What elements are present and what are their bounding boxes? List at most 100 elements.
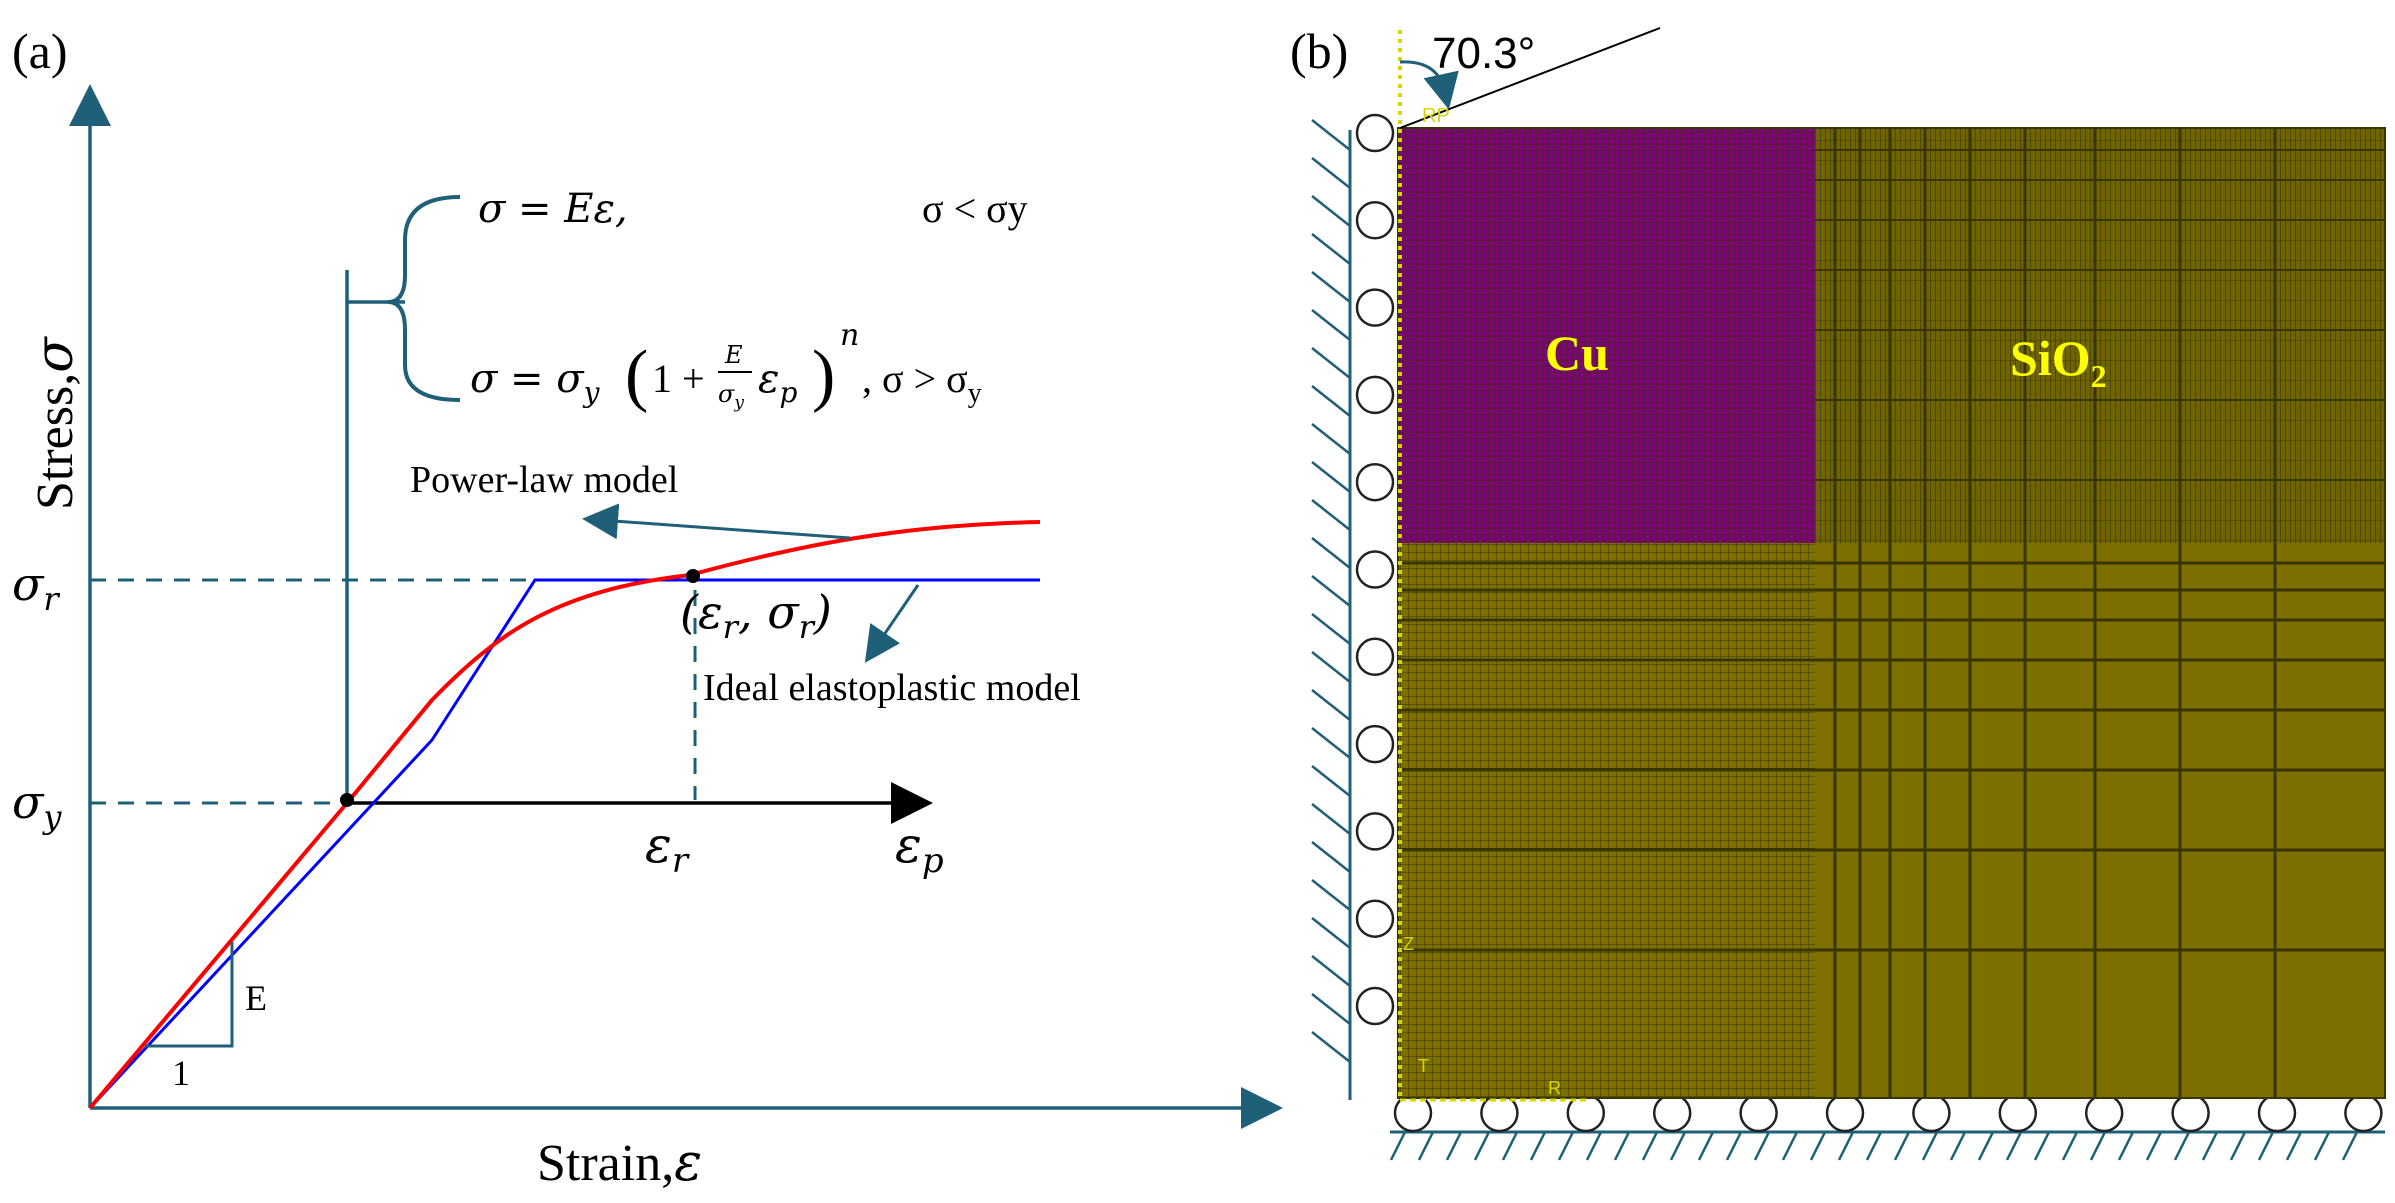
svg-text:): ) [812, 337, 835, 414]
axis-r-label: R [1548, 1078, 1561, 1098]
yield-point [340, 793, 354, 807]
power-law-arrow [582, 503, 851, 540]
cu-region [1398, 128, 1815, 543]
hatch-line [2089, 1131, 2107, 1161]
hatch-line [1473, 1131, 1491, 1161]
hatch-line [1311, 195, 1351, 227]
hatch-line [1641, 1131, 1659, 1161]
rp-label: RP [1422, 105, 1450, 127]
hatch-line [1311, 575, 1351, 607]
hatch-line [1977, 1131, 1995, 1161]
hatch-line [1311, 233, 1351, 265]
slope-triangle [145, 942, 234, 1048]
bottom-rollers [1393, 1093, 2383, 1133]
ideal-arrow [864, 584, 920, 663]
hatch-line [1893, 1131, 1911, 1161]
roller [2344, 1093, 2383, 1133]
svg-text:E: E [724, 341, 743, 369]
sigma-r-label: σr [12, 557, 60, 618]
hatch-line [2229, 1131, 2247, 1161]
hatch-line [2145, 1131, 2163, 1161]
sigma-y-label: σy [12, 775, 62, 836]
hatch-line [1837, 1131, 1855, 1161]
hatch-line [1865, 1131, 1883, 1161]
hatch-line [1921, 1131, 1939, 1161]
hatch-line [1311, 879, 1351, 911]
hatch-line [1311, 727, 1351, 759]
svg-text:σy: σy [718, 380, 744, 413]
hatch-line [1311, 841, 1351, 873]
hatch-line [1311, 347, 1351, 379]
roller [1998, 1093, 2038, 1133]
hatch-line [2341, 1131, 2359, 1161]
hatch-line [2005, 1131, 2023, 1161]
mesh-border [1397, 127, 2386, 1099]
roller [1355, 113, 1395, 153]
hatch-line [1311, 689, 1351, 721]
hatch-line [1311, 119, 1351, 151]
svg-text:, σ > σy: , σ > σy [862, 356, 982, 409]
hatch-line [1809, 1131, 1827, 1161]
hatch-line [1311, 993, 1351, 1025]
panel-b: (b) Cu SiO2 70.3° RP Z T R [1290, 23, 2386, 1161]
roller [1355, 201, 1395, 240]
left-support-hatch [1311, 119, 1351, 1063]
intersection-point [686, 569, 700, 583]
hatch-line [1311, 499, 1351, 531]
hatch-line [2257, 1131, 2275, 1161]
hatch-line [1311, 651, 1351, 683]
hatch-line [2173, 1131, 2191, 1161]
roller [1355, 724, 1395, 764]
lower-right-mesh [1815, 543, 2385, 1098]
lower-left-mesh [1398, 543, 1815, 1098]
sio2-label: SiO2 [2010, 330, 2107, 394]
hatch-line [1311, 537, 1351, 569]
indenter-edge [1399, 27, 1661, 129]
hatch-line [1529, 1131, 1547, 1161]
x-axis-label: Strain,ε [537, 1133, 702, 1193]
axis-z-label: Z [1403, 934, 1414, 954]
svg-text:εp: εp [758, 356, 797, 409]
hatch-line [1445, 1131, 1463, 1161]
hatch-line [1311, 765, 1351, 797]
hatch-line [1781, 1131, 1799, 1161]
hatch-line [1311, 1031, 1351, 1063]
svg-text:n: n [840, 318, 859, 353]
hatch-line [1585, 1131, 1603, 1161]
hatch-line [1557, 1131, 1575, 1161]
coarse-grid [1398, 128, 2385, 1098]
hatch-line [1949, 1131, 1967, 1161]
hatch-line [1311, 613, 1351, 645]
sio2-region [1815, 128, 2385, 543]
hatch-line [2117, 1131, 2135, 1161]
hatch-line [1417, 1131, 1435, 1161]
hatch-line [1311, 803, 1351, 835]
hatch-line [2033, 1131, 2051, 1161]
equation-2: σ = σy ( 1 + E σy εp ) n , σ > σy [470, 318, 982, 414]
svg-text:(: ( [625, 337, 648, 414]
slope-one-label: 1 [172, 1053, 190, 1093]
svg-text:σ = σy: σ = σy [470, 356, 601, 409]
roller [1355, 550, 1395, 589]
hatch-line [1311, 309, 1351, 341]
roller [1739, 1093, 1778, 1133]
power-law-label: Power-law model [410, 459, 678, 501]
roller [2171, 1093, 2210, 1133]
roller [1652, 1093, 1692, 1133]
y-axis-label: Stress,σ [25, 336, 85, 510]
hatch-line [1725, 1131, 1743, 1161]
roller [1355, 375, 1395, 415]
hatch-line [1311, 157, 1351, 189]
equation-1-condition: σ < σy [922, 186, 1028, 231]
cu-label: Cu [1545, 325, 1609, 381]
equation-brace [387, 195, 461, 402]
ideal-elastoplastic-label: Ideal elastoplastic model [703, 667, 1081, 709]
roller [1355, 462, 1395, 502]
hatch-line [1311, 423, 1351, 455]
roller [2084, 1093, 2124, 1133]
roller [1355, 986, 1395, 1026]
roller [1355, 812, 1395, 851]
hatch-line [1501, 1131, 1519, 1161]
hatch-line [2061, 1131, 2079, 1161]
roller [1912, 1093, 1951, 1133]
